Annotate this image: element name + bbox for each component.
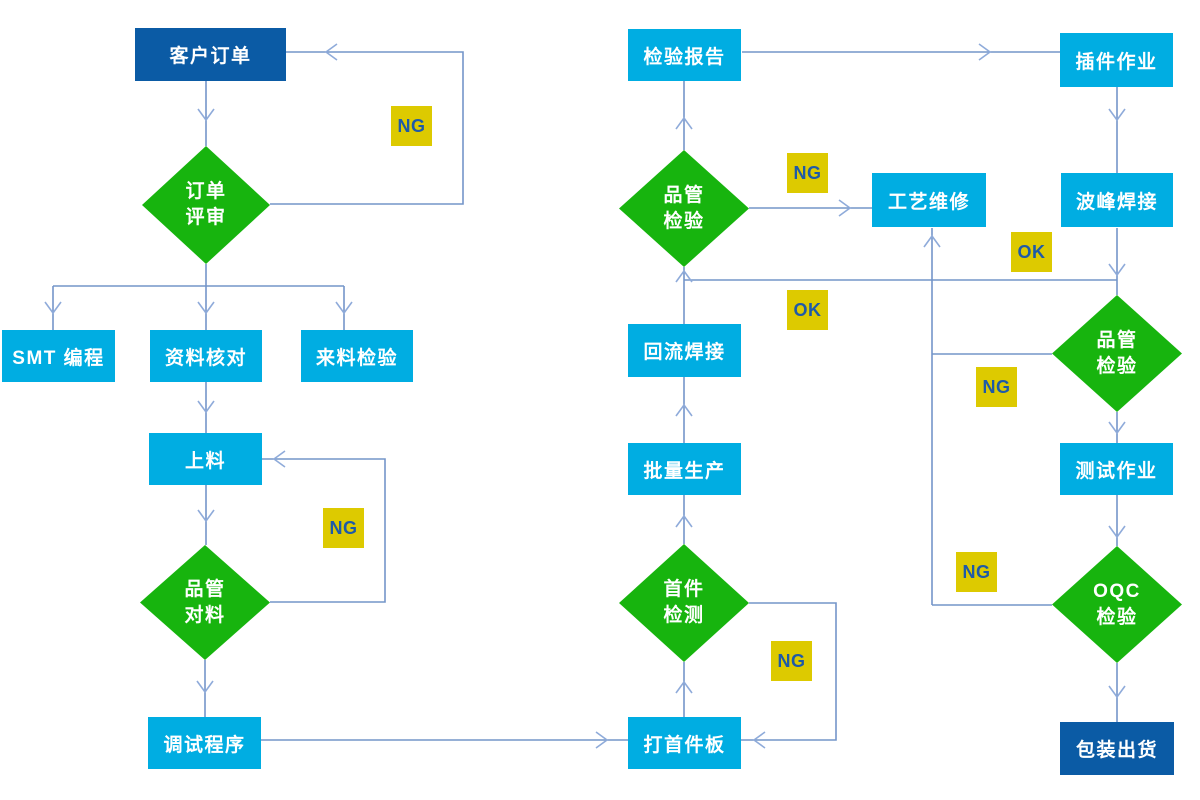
node-label: OQC 检验 (1093, 579, 1141, 631)
arrowhead-icon (752, 731, 766, 749)
arrowhead-icon (335, 301, 353, 315)
node-packing-shipping: 包装出货 (1060, 722, 1174, 775)
node-label: 资料核对 (164, 347, 247, 369)
node-label: 包装出货 (1075, 740, 1158, 761)
node-label: 批量生产 (643, 460, 726, 482)
arrowhead-icon (197, 509, 215, 523)
node-label-line1: 品管 (184, 578, 226, 600)
badge-ng-qc-material: NG (323, 508, 364, 548)
node-label: 品管 对料 (184, 577, 225, 629)
arrowhead-icon (1108, 263, 1126, 277)
node-customer-order: 客户订单 (135, 28, 286, 81)
node-label: 首件 检测 (663, 577, 704, 629)
node-label: 插件作业 (1075, 51, 1158, 73)
arrowhead-icon (1108, 108, 1126, 122)
node-inspection-report: 检验报告 (628, 29, 741, 81)
arrowhead-icon (1108, 421, 1126, 435)
arrowhead-icon (272, 450, 286, 468)
badge-ok-qc-smt: OK (787, 290, 828, 330)
node-label-line1: 首件 (663, 579, 705, 600)
badge-ok-to-dip: OK (1011, 232, 1052, 272)
edge (741, 602, 837, 741)
node-plugin-operation: 插件作业 (1060, 33, 1173, 87)
node-label: SMT 编程 (12, 347, 105, 369)
node-label: 回流焊接 (643, 342, 726, 363)
arrowhead-icon (675, 680, 693, 694)
arrowhead-icon (196, 680, 214, 694)
arrowhead-icon (324, 43, 338, 61)
node-label: 调试程序 (163, 734, 246, 756)
arrowhead-icon (595, 731, 609, 749)
node-process-repair: 工艺维修 (872, 173, 986, 227)
badge-ng-qc-smt: NG (787, 153, 828, 193)
node-qc-inspection-smt: 品管 检验 (619, 150, 749, 267)
node-smt-programming: SMT 编程 (2, 330, 115, 382)
arrowhead-icon (44, 301, 62, 315)
node-label: 来料检验 (315, 347, 398, 369)
node-label: 波峰焊接 (1075, 191, 1158, 213)
edges (52, 51, 1118, 741)
edge (270, 51, 464, 205)
node-qc-inspection-dip: 品管 检验 (1052, 295, 1182, 412)
node-label-line1: 订单 (185, 181, 227, 202)
arrowhead-icon (675, 514, 693, 528)
node-label-line2: 评审 (185, 207, 227, 228)
edge (262, 458, 386, 603)
node-first-board: 打首件板 (628, 717, 741, 769)
node-loading: 上料 (149, 433, 262, 485)
arrowhead-icon (197, 301, 215, 315)
node-label-line1: 品管 (663, 184, 705, 206)
node-label-line2: 检验 (663, 210, 705, 232)
arrowhead-icon (675, 403, 693, 417)
node-label-line2: 检验 (1096, 606, 1138, 628)
node-label: 上料 (184, 450, 226, 472)
arrowhead-icon (197, 108, 215, 122)
node-label: 打首件板 (643, 734, 726, 756)
arrowhead-icon (675, 116, 693, 130)
arrowhead-icon (1108, 525, 1126, 539)
node-label: 检验报告 (643, 46, 726, 68)
node-label: 订单 评审 (185, 179, 226, 231)
node-label-line1: OQC (1093, 580, 1141, 602)
node-label: 品管 检验 (663, 183, 704, 235)
node-oqc-inspection: OQC 检验 (1052, 546, 1182, 663)
node-order-review: 订单 评审 (142, 146, 270, 264)
badge-ng-oqc: NG (956, 552, 997, 592)
node-label-line2: 检验 (1096, 355, 1138, 377)
arrowhead-icon (978, 43, 992, 61)
node-label: 客户订单 (169, 46, 252, 67)
arrowhead-icon (675, 269, 693, 283)
badge-ng-qc-dip: NG (976, 367, 1017, 407)
badge-ng-order-review: NG (391, 106, 432, 146)
badge-ng-first-article: NG (771, 641, 812, 681)
node-data-check: 资料核对 (150, 330, 262, 382)
node-debug-program: 调试程序 (148, 717, 261, 769)
arrowhead-icon (197, 400, 215, 414)
arrowhead-icon (838, 199, 852, 217)
node-qc-material-check: 品管 对料 (140, 545, 270, 660)
node-reflow-soldering: 回流焊接 (628, 324, 741, 377)
node-batch-production: 批量生产 (628, 443, 741, 495)
node-label: 测试作业 (1075, 460, 1158, 482)
node-label-line2: 检测 (663, 605, 705, 626)
arrowheads (44, 43, 1126, 749)
arrowhead-icon (1108, 685, 1126, 699)
arrowhead-icon (923, 234, 941, 248)
node-label-line1: 品管 (1096, 329, 1138, 351)
node-label: 品管 检验 (1096, 328, 1137, 380)
node-first-article-inspection: 首件 检测 (619, 544, 749, 662)
node-incoming-inspection: 来料检验 (301, 330, 413, 382)
node-label-line2: 对料 (184, 604, 226, 626)
node-test-operation: 测试作业 (1060, 443, 1173, 495)
node-label: 工艺维修 (887, 191, 970, 213)
node-wave-soldering: 波峰焊接 (1061, 173, 1173, 227)
